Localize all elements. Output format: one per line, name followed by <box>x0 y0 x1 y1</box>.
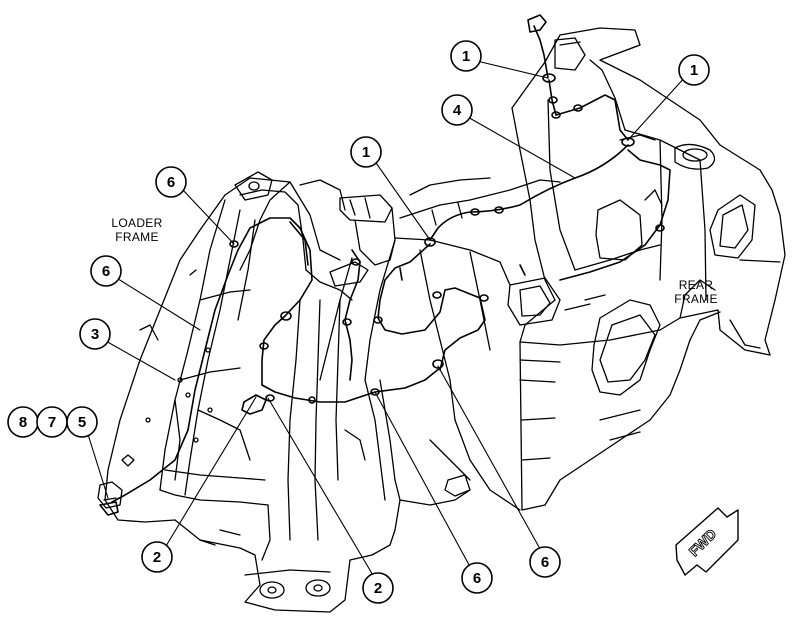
harness-connector-2 <box>241 394 267 415</box>
callout-number: 8 <box>19 414 27 431</box>
loader-frame-label: LOADER FRAME <box>102 216 172 244</box>
rear-frame-label-line2: FRAME <box>674 292 718 306</box>
leader-lines <box>85 61 687 583</box>
callout-number: 1 <box>690 62 698 79</box>
callout-bubble: 6 <box>155 166 187 198</box>
callout-number: 3 <box>91 326 99 343</box>
callout-bubble: 1 <box>678 54 710 86</box>
callout-bubble: 5 <box>66 406 98 438</box>
callout-bubble: 1 <box>350 136 382 168</box>
callout-number: 2 <box>374 580 382 597</box>
callout-bubble: 4 <box>441 94 473 126</box>
callout-number: 2 <box>153 549 161 566</box>
callout-number: 6 <box>102 263 110 280</box>
callout-bubble: 6 <box>461 562 493 594</box>
loader-frame-label-line1: LOADER <box>111 216 163 230</box>
loader-frame-label-line2: FRAME <box>115 230 159 244</box>
callout-number: 1 <box>362 144 370 161</box>
callout-bubble: 6 <box>529 546 561 578</box>
fwd-arrow: FWD <box>675 507 739 576</box>
callout-number: 1 <box>462 48 470 65</box>
callout-bubble: 6 <box>90 255 122 287</box>
callout-number: 5 <box>78 414 86 431</box>
wiring-harness <box>99 14 671 516</box>
callout-bubble: 3 <box>79 318 111 350</box>
rear-frame-label-line1: REAR <box>678 278 714 292</box>
callout-number: 4 <box>453 102 462 119</box>
loader-frame-drawing <box>97 171 401 613</box>
callout-bubble: 7 <box>36 406 68 438</box>
top-connector <box>527 14 547 33</box>
hitch-area-drawing <box>319 177 561 511</box>
callout-bubble: 2 <box>362 572 394 604</box>
callout-number: 6 <box>167 174 175 191</box>
callout-bubble: 1 <box>450 40 482 72</box>
callout-bubble: 2 <box>141 541 173 573</box>
callout-bubble: 8 <box>7 406 39 438</box>
rear-frame-label: REAR FRAME <box>665 278 727 306</box>
callout-number: 7 <box>48 414 56 431</box>
callout-number: 6 <box>473 570 481 587</box>
callout-number: 6 <box>541 554 549 571</box>
